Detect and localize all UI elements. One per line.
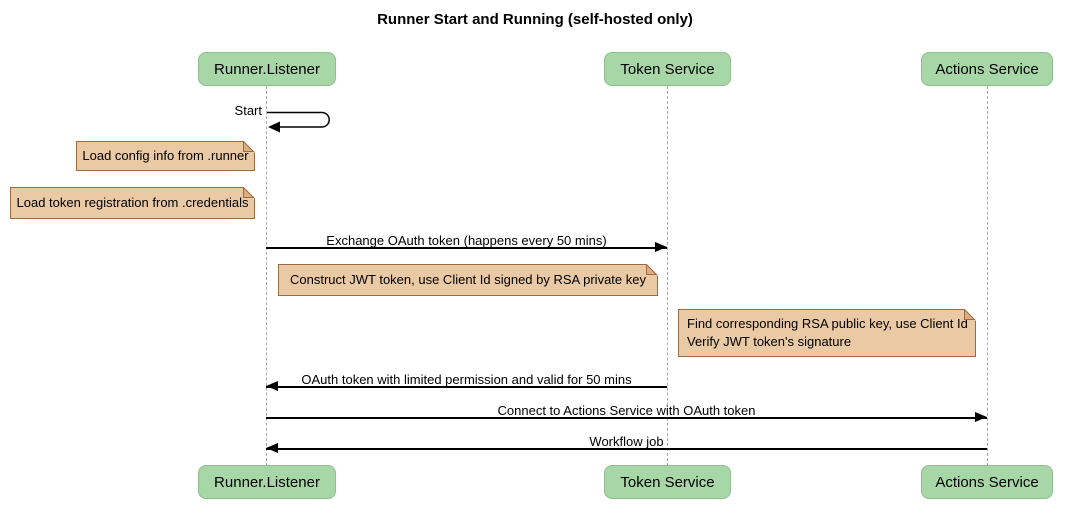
participant-runner-listener-top: Runner.Listener: [198, 52, 336, 86]
note-fold-icon: [243, 187, 255, 199]
lifeline-actions-service: [987, 86, 988, 466]
note: Find corresponding RSA public key, use C…: [678, 309, 976, 357]
note-fold-icon: [964, 309, 976, 321]
message-label-start: Start: [234, 103, 262, 118]
note-fold-icon: [243, 141, 255, 153]
participant-label: Token Service: [620, 60, 715, 78]
note-text-line2: Verify JWT token's signature: [687, 334, 852, 349]
note-text: Load config info from .runner: [82, 148, 249, 163]
message-line: [266, 386, 667, 388]
diagram-title: Runner Start and Running (self-hosted on…: [377, 11, 693, 28]
note: Construct JWT token, use Client Id signe…: [278, 264, 658, 296]
participant-actions-service-bottom: Actions Service: [921, 465, 1053, 499]
message-label-connect: Connect to Actions Service with OAuth to…: [497, 403, 756, 418]
arrowhead-right-icon: [975, 412, 987, 422]
message-label-exchange-oauth: Exchange OAuth token (happens every 50 m…: [326, 233, 607, 248]
note-fold-icon: [646, 264, 658, 276]
lifeline-runner-listener: [266, 86, 267, 466]
message-line: [266, 417, 987, 419]
note: Load config info from .runner: [76, 141, 255, 171]
arrowhead-left-icon: [266, 381, 278, 391]
participant-runner-listener-bottom: Runner.Listener: [198, 465, 336, 499]
note-text-line1: Find corresponding RSA public key, use C…: [687, 316, 968, 331]
arrowhead-left-icon: [266, 443, 278, 453]
participant-token-service-bottom: Token Service: [604, 465, 731, 499]
participant-label: Actions Service: [935, 473, 1039, 491]
message-label-workflow-job: Workflow job: [589, 434, 664, 449]
arrowhead-right-icon: [655, 242, 667, 252]
note-text: Load token registration from .credential…: [16, 195, 249, 210]
self-message-loop: [267, 111, 330, 133]
participant-token-service-top: Token Service: [604, 52, 731, 86]
message-line: [266, 247, 667, 249]
lifeline-token-service: [667, 86, 668, 466]
note-text: Construct JWT token, use Client Id signe…: [290, 272, 646, 287]
message-label-oauth-return: OAuth token with limited permission and …: [301, 372, 632, 387]
participant-label: Actions Service: [935, 60, 1039, 78]
participant-actions-service-top: Actions Service: [921, 52, 1053, 86]
participant-label: Runner.Listener: [214, 60, 320, 78]
participant-label: Runner.Listener: [214, 473, 320, 491]
note: Load token registration from .credential…: [10, 187, 255, 219]
participant-label: Token Service: [620, 473, 715, 491]
message-line: [266, 448, 987, 450]
